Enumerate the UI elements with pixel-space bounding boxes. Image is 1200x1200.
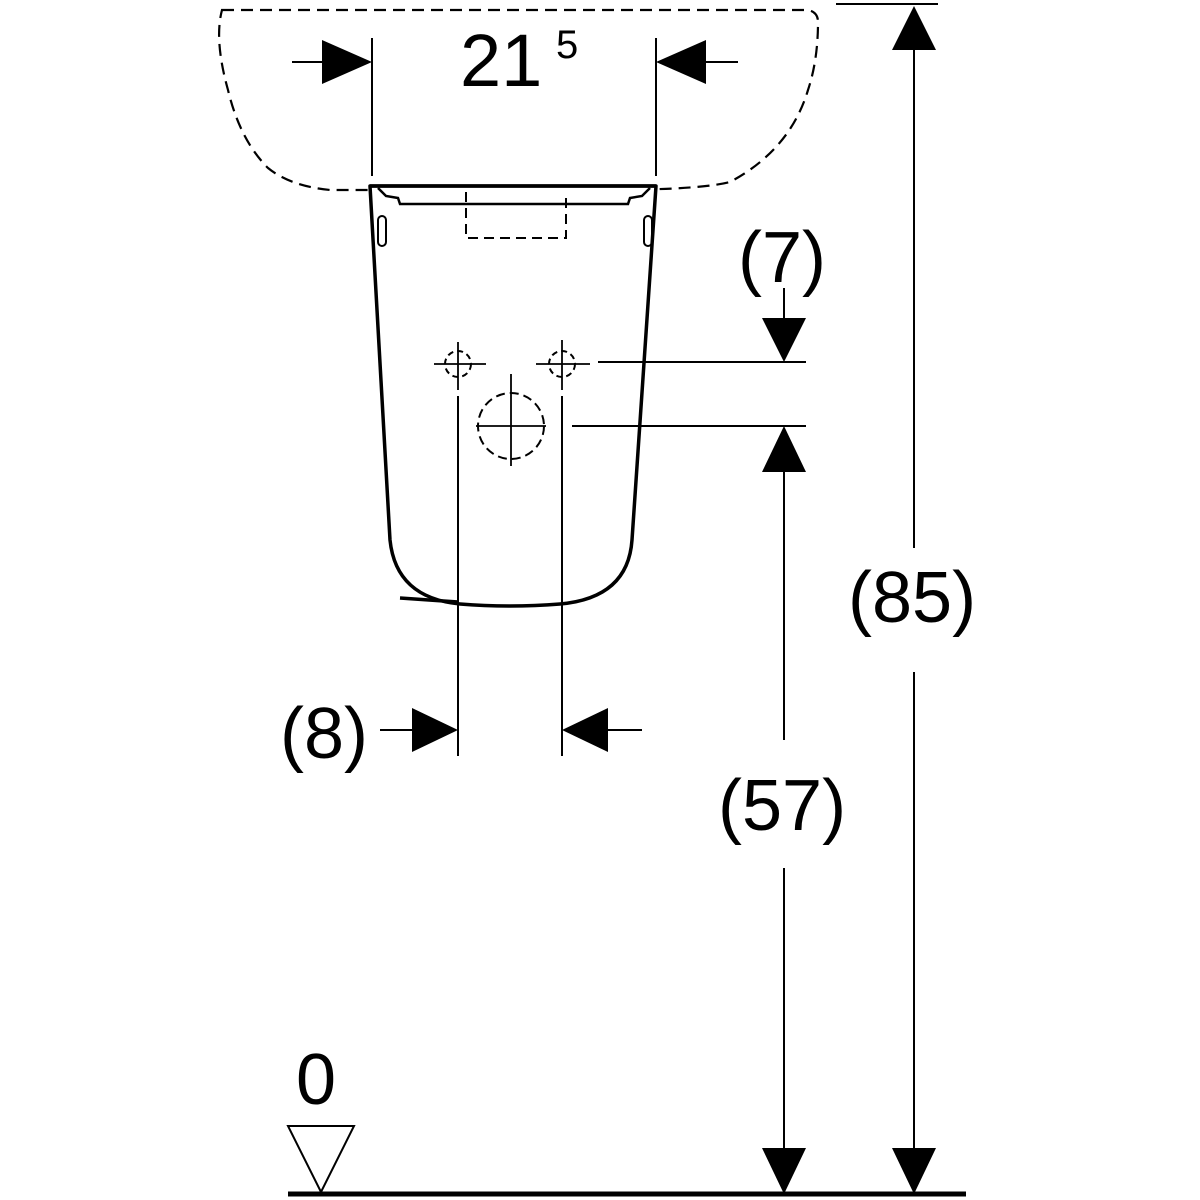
waste-outlet <box>476 374 546 466</box>
washbasin-outline <box>218 8 820 192</box>
outlet-height-label: (57) <box>718 766 846 846</box>
total-height-label: (85) <box>848 558 976 638</box>
outlet-height-dimension: (57) <box>718 426 846 1194</box>
width-dimension-label: 21 <box>460 19 542 102</box>
supply-connection-left <box>434 342 486 390</box>
width-dimension: 21 5 <box>292 19 738 176</box>
pedestal-outline <box>368 184 658 608</box>
pipe-spacing-dimension: (8) <box>280 694 642 774</box>
floor-level-label: 0 <box>296 1040 336 1120</box>
pedestal <box>368 184 658 608</box>
pipe-spacing-label: (8) <box>280 694 368 774</box>
total-height-dimension: (85) <box>836 3 976 1194</box>
upper-offset-label: (7) <box>738 218 826 298</box>
upper-offset-dimension: (7) <box>738 218 826 362</box>
supply-connection-right <box>536 340 590 390</box>
floor-level-triangle-icon <box>286 1125 356 1195</box>
width-dimension-superscript: 5 <box>556 23 578 67</box>
